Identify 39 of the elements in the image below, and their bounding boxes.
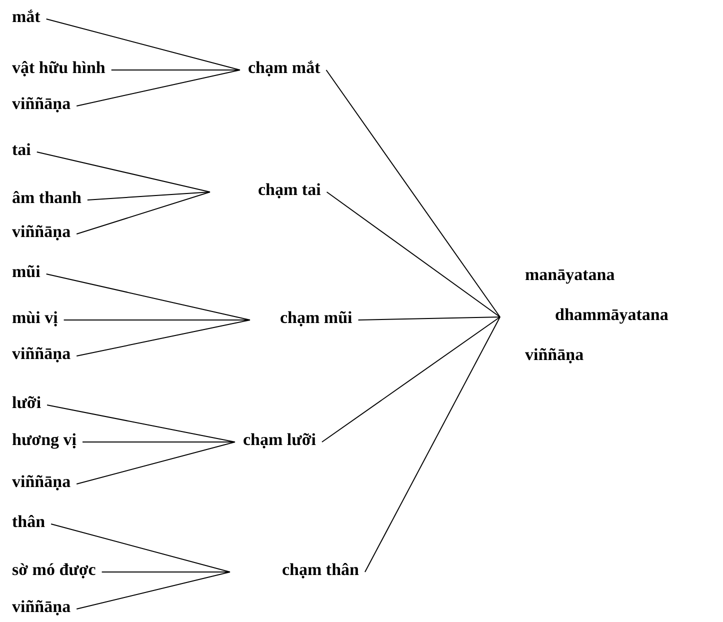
node-label: chạm tai bbox=[258, 180, 321, 200]
connector-line bbox=[46, 404, 236, 442]
node-label: mắt bbox=[12, 7, 40, 27]
node-label: hương vị bbox=[12, 430, 76, 450]
connector-line bbox=[76, 572, 230, 610]
connector-line bbox=[36, 152, 210, 192]
node-label: lưỡi bbox=[12, 393, 42, 413]
connector-line bbox=[46, 274, 250, 320]
connector-line bbox=[50, 524, 230, 572]
node-label: âm thanh bbox=[12, 188, 82, 208]
connector-line bbox=[321, 316, 500, 442]
node-label: mũi bbox=[12, 262, 40, 282]
connector-line bbox=[76, 192, 210, 234]
node-label: viññāṇa bbox=[12, 222, 71, 242]
connector-line bbox=[76, 70, 240, 106]
connector-line bbox=[358, 316, 500, 320]
connector-line bbox=[326, 70, 500, 318]
connector-line bbox=[86, 192, 210, 200]
connector-line bbox=[364, 316, 500, 572]
node-label: dhammāyatana bbox=[555, 305, 668, 325]
node-label: viññāṇa bbox=[525, 345, 584, 365]
node-label: manāyatana bbox=[525, 265, 615, 285]
node-label: viññāṇa bbox=[12, 472, 71, 492]
node-label: viññāṇa bbox=[12, 597, 71, 617]
node-label: chạm lưỡi bbox=[243, 430, 316, 450]
node-label: chạm mũi bbox=[280, 308, 352, 328]
node-label: sờ mó được bbox=[12, 560, 96, 580]
connector-line bbox=[76, 442, 236, 484]
node-label: viññāṇa bbox=[12, 344, 71, 364]
connector-line bbox=[326, 192, 500, 318]
node-label: thân bbox=[12, 512, 46, 532]
connector-line bbox=[46, 18, 240, 70]
node-label: vật hữu hình bbox=[12, 58, 106, 78]
connector-line bbox=[76, 320, 250, 356]
node-label: chạm thân bbox=[282, 560, 359, 580]
node-label: viññāṇa bbox=[12, 94, 71, 114]
node-label: tai bbox=[12, 140, 31, 160]
node-label: chạm mắt bbox=[248, 58, 320, 78]
node-label: mùi vị bbox=[12, 308, 58, 328]
